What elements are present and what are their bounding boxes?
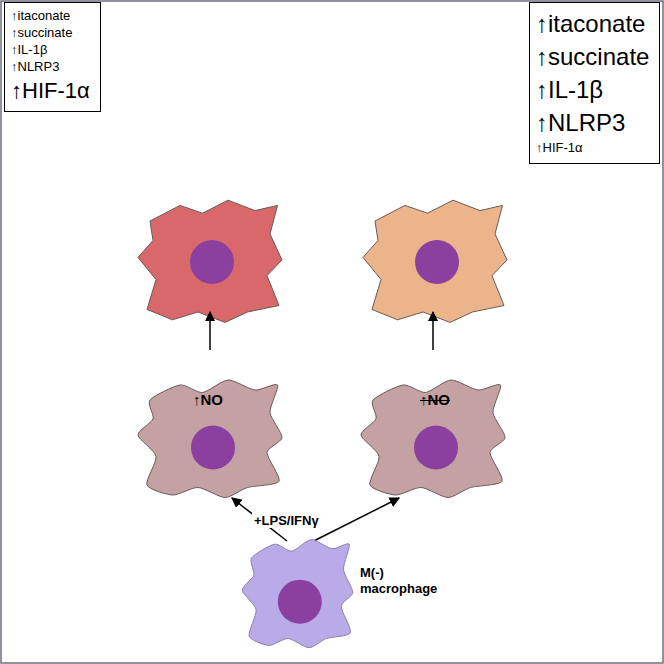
- text-line: ↑HIF-1α: [11, 76, 90, 105]
- cell-outline: [240, 535, 355, 650]
- cell-label: M(-) macrophage: [360, 565, 445, 598]
- up-arrow: [209, 312, 211, 350]
- cell-body: [138, 380, 282, 498]
- nucleus: [278, 580, 322, 624]
- activation-arrow: [314, 498, 399, 541]
- text-line: ↑itaconate: [11, 7, 90, 24]
- text-line: ↑succinate: [536, 40, 649, 73]
- stimulus-label: +LPS/IFNγ: [252, 513, 321, 528]
- activated-cell-red: [138, 200, 282, 322]
- cell-text: ↑NO: [420, 391, 450, 410]
- text-box: ↑itaconate↑succinate↑IL-1β↑NLRP3↑HIF-1α: [4, 2, 101, 112]
- cell-shape: ↑NO: [135, 375, 285, 500]
- nucleus: [190, 240, 234, 284]
- cell-body: [361, 380, 505, 498]
- text-line: ↑IL-1β: [536, 73, 649, 106]
- nucleus: [414, 426, 458, 470]
- text-line: ↑NLRP3: [11, 58, 90, 75]
- cell-text: ↑NO: [193, 391, 223, 410]
- text-line: ↑itaconate: [536, 7, 649, 40]
- cell-body: [242, 540, 352, 648]
- text-line: ↑NLRP3: [536, 106, 649, 139]
- cell-shape: ↑NO: [358, 375, 508, 500]
- nucleus: [415, 240, 459, 284]
- text-line: ↑IL-1β: [11, 41, 90, 58]
- nucleus: [191, 426, 235, 470]
- text-box: ↑itaconate↑succinate↑IL-1β↑NLRP3↑HIF-1α: [529, 2, 660, 164]
- text-line: ↑HIF-1α: [536, 139, 649, 157]
- cell-shape: M(-) macrophage: [240, 535, 355, 650]
- up-arrow: [432, 312, 434, 350]
- activated-cell-orange: [363, 200, 507, 322]
- text-line: ↑succinate: [11, 24, 90, 41]
